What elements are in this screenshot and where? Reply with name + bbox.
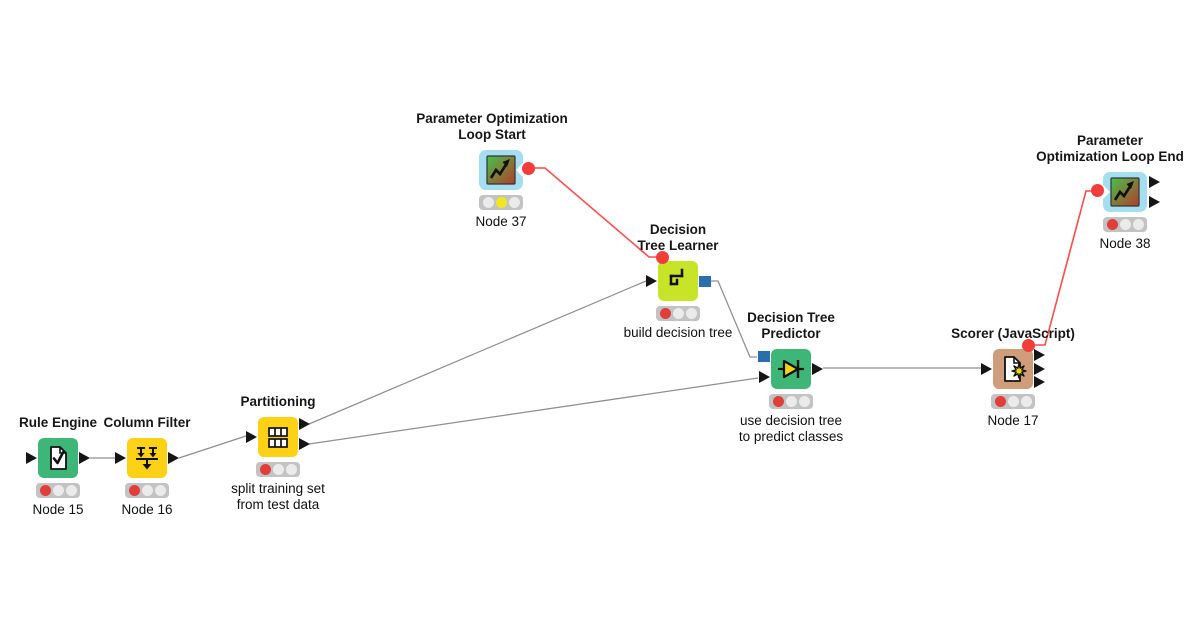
wire-tree-learner-to-tree-predictor-model[interactable]: [711, 280, 757, 358]
node-parameter-optimization-loop-end[interactable]: Parameter Optimization Loop End Node 38: [1036, 133, 1184, 251]
node-annotation[interactable]: Node 37: [475, 214, 527, 229]
wire-scorer-to-loop-end-flow[interactable]: [1032, 190, 1092, 346]
partitioning-icon: [258, 417, 298, 457]
data-output-port-1[interactable]: [1034, 349, 1045, 361]
model-output-port[interactable]: [699, 275, 711, 287]
status-traffic-light: [479, 195, 523, 210]
node-annotation[interactable]: Node 38: [1099, 236, 1151, 251]
data-input-port[interactable]: [759, 371, 770, 383]
node-rule-engine[interactable]: Rule Engine Node 15: [19, 415, 97, 518]
data-output-port-train[interactable]: [299, 418, 310, 430]
decision-tree-predictor-icon: [771, 349, 811, 389]
data-input-port[interactable]: [115, 451, 126, 464]
node-label: Decision Tree Predictor: [747, 310, 835, 341]
node-scorer-javascript[interactable]: Scorer (JavaScript) Node 17: [951, 326, 1075, 429]
data-output-port-3[interactable]: [1034, 376, 1045, 388]
status-traffic-light: [769, 394, 813, 409]
node-annotation[interactable]: Node 15: [32, 502, 84, 517]
node-label: Scorer (JavaScript): [951, 325, 1075, 341]
data-output-port[interactable]: [168, 451, 179, 464]
data-output-port[interactable]: [79, 451, 90, 464]
node-label: Parameter Optimization Loop End: [1036, 133, 1184, 164]
node-label: Rule Engine: [18, 414, 98, 430]
node-partitioning[interactable]: Partitioning split training set from t: [231, 394, 325, 513]
scorer-icon: [993, 349, 1033, 389]
node-label: Column Filter: [103, 414, 191, 430]
flow-variable-output-port[interactable]: [1022, 339, 1035, 352]
data-output-port-1[interactable]: [1149, 176, 1160, 188]
flow-variable-output-port[interactable]: [522, 162, 535, 175]
status-traffic-light: [991, 394, 1035, 409]
status-traffic-light: [1103, 217, 1147, 232]
node-annotation[interactable]: use decision tree to predict classes: [738, 413, 844, 444]
node-annotation[interactable]: split training set from test data: [231, 481, 325, 512]
rule-engine-icon: [38, 438, 78, 478]
model-input-port[interactable]: [758, 351, 770, 362]
node-label: Partitioning: [240, 393, 316, 409]
node-label: Parameter Optimization Loop Start: [416, 111, 568, 142]
wire-loop-start-to-tree-learner-flow[interactable]: [533, 167, 657, 258]
data-input-port[interactable]: [26, 451, 37, 464]
node-label: Decision Tree Learner: [637, 222, 719, 253]
status-traffic-light: [656, 306, 700, 321]
node-parameter-optimization-loop-start[interactable]: Parameter Optimization Loop Start Node 3…: [416, 111, 568, 229]
node-column-filter[interactable]: Column Filter Node 16: [104, 415, 191, 518]
node-decision-tree-predictor[interactable]: Decision Tree Predictor use decision tre…: [739, 310, 843, 444]
node-annotation[interactable]: build decision tree: [623, 325, 733, 340]
data-input-port[interactable]: [981, 362, 992, 375]
decision-tree-learner-icon: [658, 261, 698, 301]
wire-partitioning-to-tree-learner[interactable]: [308, 280, 647, 425]
loop-start-icon: [479, 150, 523, 190]
data-output-port[interactable]: [812, 362, 823, 375]
node-annotation[interactable]: Node 16: [121, 502, 173, 517]
node-decision-tree-learner[interactable]: Decision Tree Learner build decision tre…: [624, 222, 733, 340]
flow-variable-input-port[interactable]: [1091, 184, 1104, 197]
data-output-port-2[interactable]: [1034, 363, 1045, 375]
wire-partitioning-to-tree-predictor[interactable]: [308, 377, 759, 445]
loop-end-icon: [1103, 172, 1147, 212]
data-input-port[interactable]: [646, 274, 657, 287]
column-filter-icon: [127, 438, 167, 478]
status-traffic-light: [125, 483, 169, 498]
node-annotation[interactable]: Node 17: [987, 413, 1039, 428]
data-output-port-2[interactable]: [1149, 196, 1160, 208]
data-input-port[interactable]: [246, 430, 257, 443]
wire-column-filter-to-partitioning[interactable]: [178, 435, 247, 459]
status-traffic-light: [256, 462, 300, 477]
data-output-port-test[interactable]: [299, 438, 310, 450]
status-traffic-light: [36, 483, 80, 498]
flow-variable-input-port[interactable]: [656, 251, 669, 264]
